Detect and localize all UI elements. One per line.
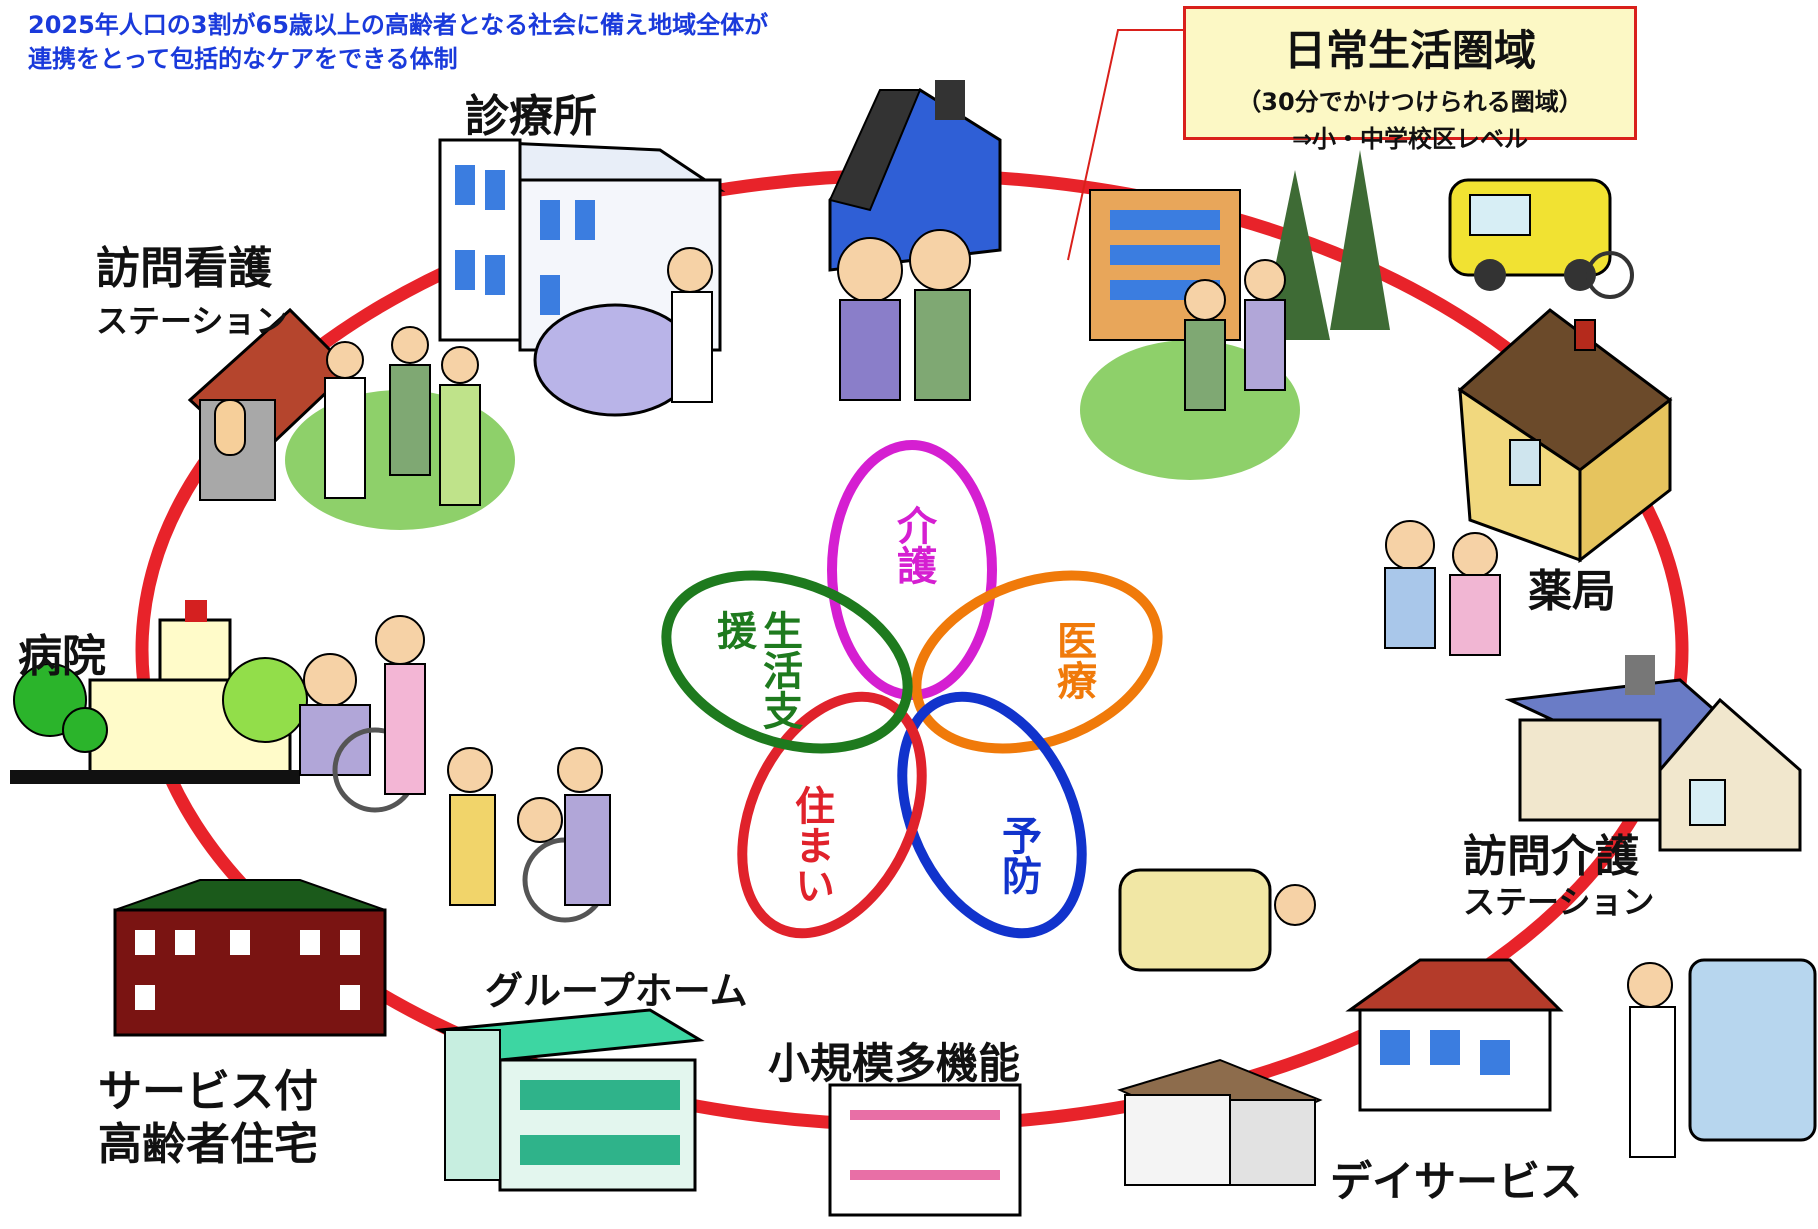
label-nursing-station-2: ステーション [96,302,288,340]
day-service-illustration [1118,868,1817,1158]
clinic-illustration [438,138,726,417]
label-hospital: 病院 [18,631,106,682]
header-line-1: 2025年人口の3割が65歳以上の高齢者となる社会に備え地域全体が [28,11,769,39]
label-day-service: デイサービス [1330,1157,1583,1206]
van-illustration [1448,178,1634,299]
header-text: 2025年人口の3割が65歳以上の高齢者となる社会に備え地域全体が 連携をとって… [28,8,768,76]
school-park-illustration [1080,150,1390,480]
petal-life-support [661,570,913,754]
petal-housing [737,691,927,939]
label-small-multi: 小規模多機能 [768,1039,1021,1088]
home-care-station-illustration [1504,655,1802,852]
label-group-home: グループホーム [485,969,748,1013]
serviced-housing-illustration [113,879,387,1037]
petal-prevention-text: 予防 [995,815,1041,895]
label-serviced-housing-2: 高齢者住宅 [98,1119,318,1170]
label-pharmacy: 薬局 [1528,566,1616,617]
callout-sub-1: （30分でかけつけられる圏域） [1237,88,1583,116]
header-line-2: 連携をとって包括的なケアをできる体制 [28,45,458,73]
multi-function-building-illustration [828,1083,1022,1217]
group-home-illustration [434,747,705,1192]
label-clinic: 診療所 [465,91,597,142]
pharmacy-illustration [1384,308,1673,656]
label-home-care-1: 訪問介護 [1463,831,1639,882]
petal-housing-text: 住まい [788,785,834,905]
daily-life-area-callout: 日常生活圏域 （30分でかけつけられる圏域） ⇒小・中学校区レベル [1183,6,1637,153]
home-illustration [828,80,1002,401]
petal-medical [911,570,1163,754]
label-serviced-housing-1: サービス付 [98,1066,318,1117]
petal-prevention [897,691,1087,939]
callout-title: 日常生活圏域 [1283,26,1536,75]
nursing-station-illustration [187,307,515,530]
small-house-illustration [1117,1058,1323,1186]
petal-care-text: 介護 [890,505,936,585]
label-home-care-2: ステーション [1463,883,1655,921]
hospital-illustration [10,600,426,813]
petal-life-support-text: 生活支援 [710,610,802,730]
callout-sub-2: ⇒小・中学校区レベル [1291,125,1529,153]
callout-connector [1067,29,1183,261]
petal-medical-text: 医療 [1050,620,1096,700]
label-nursing-station-1: 訪問看護 [96,243,272,294]
